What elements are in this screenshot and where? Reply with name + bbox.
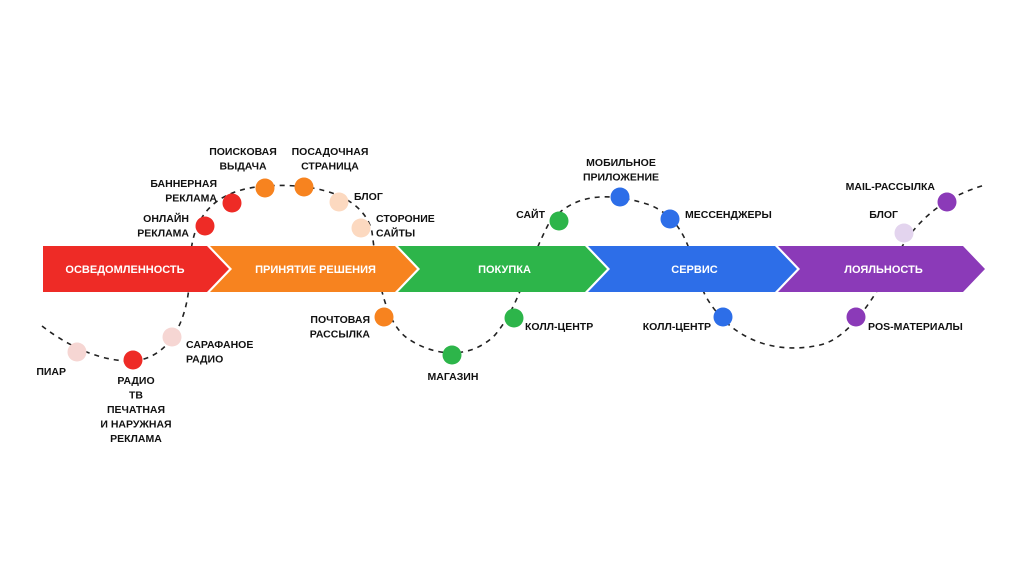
touchpoint-label-5: БАННЕРНАЯ РЕКЛАМА: [150, 178, 217, 205]
touchpoint-label-line: МЕССЕНДЖЕРЫ: [685, 209, 772, 221]
touchpoint-label-line: ПИАР: [36, 366, 66, 378]
touchpoint-label-13: САЙТ: [516, 208, 545, 221]
touchpoint-label-line: ПОИСКОВАЯ: [209, 146, 277, 158]
stage-arrow-3: [398, 246, 607, 292]
touchpoint-label-line: БЛОГ: [869, 209, 898, 221]
touchpoint-label-line: И НАРУЖНАЯ: [100, 419, 171, 431]
touchpoint-dot-8: [329, 192, 349, 212]
touchpoint-label-15: МЕССЕНДЖЕРЫ: [685, 209, 772, 221]
touchpoint-label-line: РАДИО: [186, 354, 223, 366]
stage-label-4: СЕРВИС: [671, 264, 717, 276]
touchpoint-label-line: БАННЕРНАЯ: [150, 178, 217, 190]
touchpoint-label-line: БЛОГ: [354, 191, 383, 203]
touchpoint-label-line: ВЫДАЧА: [219, 161, 267, 173]
touchpoint-label-line: ПОСАДОЧНАЯ: [292, 146, 369, 158]
touchpoint-label-7: ПОСАДОЧНАЯ СТРАНИЦА: [292, 146, 369, 173]
stage-arrow-1: [43, 246, 229, 292]
touchpoint-label-line: КОЛЛ-ЦЕНТР: [525, 321, 593, 333]
touchpoint-label-line: САЙТ: [516, 208, 545, 221]
touchpoint-dot-3: [162, 327, 182, 347]
touchpoint-label-18: БЛОГ: [869, 209, 898, 221]
touchpoint-dot-11: [442, 345, 462, 365]
touchpoint-dot-4: [195, 216, 215, 236]
touchpoint-label-19: MAIL-РАССЫЛКА: [846, 181, 936, 193]
stage-arrow-4: [588, 246, 797, 292]
touchpoint-dot-9: [351, 218, 371, 238]
journey-path: [41, 184, 986, 362]
touchpoint-label-line: СТРАНИЦА: [301, 161, 359, 173]
touchpoint-label-3: САРАФАНОЕ РАДИО: [186, 339, 253, 366]
stage-label-1: ОСВЕДОМЛЕННОСТЬ: [65, 264, 184, 276]
touchpoint-label-line: ПРИЛОЖЕНИЕ: [583, 172, 659, 184]
touchpoint-label-line: ТВ: [129, 390, 143, 402]
stage-label-3: ПОКУПКА: [478, 264, 531, 276]
touchpoint-label-16: КОЛЛ-ЦЕНТР: [643, 321, 711, 333]
touchpoint-label-line: POS-МАТЕРИАЛЫ: [868, 321, 963, 333]
touchpoint-dot-18: [894, 223, 914, 243]
touchpoint-dot-19: [937, 192, 957, 212]
touchpoint-label-line: МАГАЗИН: [428, 371, 479, 383]
stage-arrow-5: [778, 246, 985, 292]
touchpoint-dot-1: [67, 342, 87, 362]
touchpoint-label-line: MAIL-РАССЫЛКА: [846, 181, 936, 193]
touchpoint-label-line: РЕКЛАМА: [110, 433, 162, 445]
touchpoint-label-14: МОБИЛЬНОЕ ПРИЛОЖЕНИЕ: [583, 157, 659, 184]
touchpoint-label-line: САРАФАНОЕ: [186, 339, 253, 351]
touchpoint-dot-7: [294, 177, 314, 197]
touchpoint-label-17: POS-МАТЕРИАЛЫ: [868, 321, 963, 333]
touchpoint-dot-10: [374, 307, 394, 327]
touchpoint-label-line: САЙТЫ: [376, 227, 415, 240]
touchpoint-dot-6: [255, 178, 275, 198]
touchpoint-dot-5: [222, 193, 242, 213]
stage-label-2: ПРИНЯТИЕ РЕШЕНИЯ: [255, 264, 376, 276]
touchpoint-label-line: СТОРОНИЕ: [376, 213, 435, 225]
touchpoint-dot-14: [610, 187, 630, 207]
touchpoint-label-line: ПОЧТОВАЯ: [310, 314, 370, 326]
touchpoint-label-10: ПОЧТОВАЯ РАССЫЛКА: [310, 314, 371, 341]
touchpoint-label-line: РЕКЛАМА: [165, 193, 217, 205]
touchpoint-label-6: ПОИСКОВАЯ ВЫДАЧА: [209, 146, 277, 173]
touchpoint-label-line: КОЛЛ-ЦЕНТР: [643, 321, 711, 333]
touchpoint-label-line: ОНЛАЙН: [143, 212, 189, 225]
touchpoint-label-line: МОБИЛЬНОЕ: [586, 157, 656, 169]
touchpoint-label-line: РАДИО: [117, 375, 154, 387]
touchpoint-label-8: БЛОГ: [354, 191, 383, 203]
touchpoint-label-2: РАДИО ТВ ПЕЧАТНАЯ И НАРУЖНАЯ РЕКЛАМА: [100, 375, 171, 445]
touchpoint-dot-17: [846, 307, 866, 327]
touchpoint-label-line: РАССЫЛКА: [310, 329, 371, 341]
touchpoint-dot-12: [504, 308, 524, 328]
touchpoint-label-9: СТОРОНИЕ САЙТЫ: [376, 213, 435, 240]
touchpoint-dot-15: [660, 209, 680, 229]
touchpoint-label-4: ОНЛАЙН РЕКЛАМА: [137, 212, 189, 240]
touchpoint-dot-2: [123, 350, 143, 370]
stage-arrow-2: [210, 246, 417, 292]
stage-label-5: ЛОЯЛЬНОСТЬ: [844, 264, 923, 276]
touchpoint-label-line: ПЕЧАТНАЯ: [107, 404, 165, 416]
touchpoint-label-line: РЕКЛАМА: [137, 228, 189, 240]
touchpoint-dot-13: [549, 211, 569, 231]
touchpoint-dot-16: [713, 307, 733, 327]
touchpoint-label-1: ПИАР: [36, 366, 66, 378]
touchpoint-label-12: КОЛЛ-ЦЕНТР: [525, 321, 593, 333]
touchpoint-label-11: МАГАЗИН: [428, 371, 479, 383]
